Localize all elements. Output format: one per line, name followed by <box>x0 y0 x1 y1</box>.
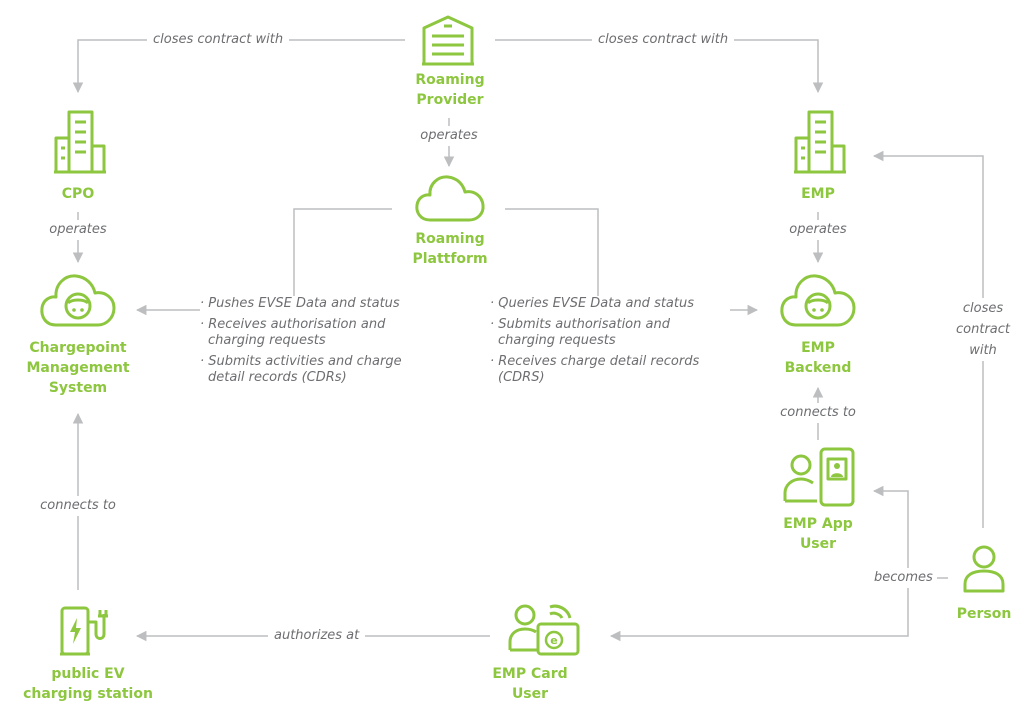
edge-label-person-emp: closes contract with <box>948 298 1018 361</box>
cloud-icon <box>414 172 486 224</box>
card-user-icon: e <box>508 602 582 658</box>
edge-label-card-station: authorizes at <box>268 626 366 646</box>
left-operations-list: Pushes EVSE Data and status Receives aut… <box>200 296 430 391</box>
person-icon <box>962 544 1006 594</box>
list-item: Submits activities and charge detail rec… <box>200 354 430 386</box>
list-item: Receives authorisation and charging requ… <box>200 317 430 349</box>
edge-label-provider-cpo: closes contract with <box>147 30 290 50</box>
node-label-emp: EMP <box>801 186 835 202</box>
building-icon <box>420 14 476 66</box>
edge-label-person-becomes: becomes <box>870 568 937 588</box>
office-tower-icon <box>792 108 848 174</box>
edge-label-provider-emp: closes contract with <box>592 30 735 50</box>
edge-platform-to-backend <box>505 208 759 316</box>
list-item: Pushes EVSE Data and status <box>200 296 430 312</box>
edge-label-provider-platform: operates <box>409 126 489 146</box>
node-label-emp-backend: EMP Backend <box>784 340 852 376</box>
edge-provider-to-cpo <box>72 39 405 94</box>
node-label-cpo: CPO <box>61 186 95 202</box>
svg-text:e: e <box>550 634 557 647</box>
node-label-person: Person <box>956 606 1012 622</box>
list-item: Queries EVSE Data and status <box>490 296 730 312</box>
cloud-plug-icon <box>38 270 118 330</box>
edge-label-app-backend: connects to <box>768 403 868 423</box>
charging-station-icon <box>58 604 108 658</box>
edge-person-to-emp <box>872 150 984 528</box>
list-item: Submits authorisation and charging reque… <box>490 317 730 349</box>
node-label-emp-card-user: EMP Card User <box>492 666 568 702</box>
office-tower-icon <box>52 108 108 174</box>
node-label-charging-station: public EV charging station <box>23 666 153 702</box>
right-operations-list: Queries EVSE Data and status Submits aut… <box>490 296 730 391</box>
edge-platform-to-cms <box>135 208 392 316</box>
node-label-roaming-platform: Roaming Plattform <box>412 231 488 267</box>
edge-label-station-cms: connects to <box>30 496 126 516</box>
edge-person-to-card-user <box>609 578 909 642</box>
edge-label-emp-backend: operates <box>778 220 858 240</box>
cloud-plug-icon <box>778 270 858 330</box>
app-user-icon <box>783 447 857 509</box>
list-item: Receives charge detail records (CDRS) <box>490 354 730 386</box>
node-label-cms: Chargepoint Management System <box>26 340 130 396</box>
node-label-emp-app-user: EMP App User <box>783 516 853 552</box>
edge-label-cpo-cms: operates <box>38 220 118 240</box>
node-label-roaming-provider: Roaming Provider <box>415 72 485 108</box>
edge-person-to-app-user <box>872 485 948 579</box>
